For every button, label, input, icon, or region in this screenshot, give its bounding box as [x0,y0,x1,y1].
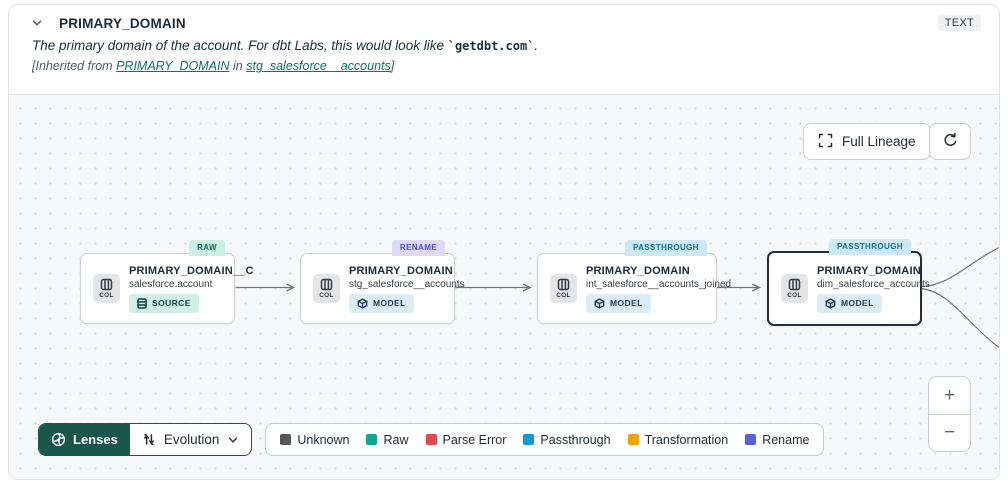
lenses-label: Lenses [73,432,118,447]
column-icon: COL [781,274,808,303]
column-type-badge: TEXT [937,15,981,31]
node-model-name: stg_salesforce__accounts [349,278,465,290]
column-icon: COL [313,274,340,303]
lens-aperture-icon [51,432,66,447]
full-lineage-button[interactable]: Full Lineage [803,123,931,160]
lineage-node-dim-selected[interactable]: PASSTHROUGH COL PRIMARY_DOMAIN dim_sales… [767,239,930,326]
swap-vertical-icon [143,434,154,445]
inherited-column-link[interactable]: PRIMARY_DOMAIN [116,59,230,73]
resource-type-badge: SOURCE [129,293,199,313]
lenses-control: Lenses Evolution [38,423,253,456]
lineage-node-int[interactable]: PASSTHROUGH COL PRIMARY_DOMAIN int_sales… [537,240,731,324]
resource-type-badge: MODEL [349,293,414,313]
lineage-canvas[interactable]: Full Lineage RAW COL PRIMARY_DOMAIN__C s… [9,94,999,479]
node-model-name: dim_salesforce_accounts [817,278,930,290]
full-lineage-label: Full Lineage [842,134,916,149]
resource-type-badge: MODEL [817,293,882,313]
expand-icon [818,133,833,151]
node-title: PRIMARY_DOMAIN [817,264,921,277]
model-cube-icon [594,297,605,309]
canvas-bottom-bar: Lenses Evolution Unknown Raw Parse Erro [38,423,825,456]
zoom-out-button[interactable]: − [929,414,970,451]
zoom-in-button[interactable]: + [929,377,970,414]
column-title: PRIMARY_DOMAIN [59,15,186,31]
lenses-button[interactable]: Lenses [39,424,130,455]
inherited-note: [Inherited from PRIMARY_DOMAIN in stg_sa… [32,59,395,73]
legend-swatch [523,434,535,445]
legend-item: Parse Error [425,433,506,447]
evolution-legend: Unknown Raw Parse Error Passthrough Tran… [265,423,825,456]
collapse-chevron-icon[interactable] [29,15,45,31]
evolution-badge: PASSTHROUGH [828,239,911,255]
legend-swatch [745,434,757,445]
column-header: PRIMARY_DOMAIN TEXT The primary domain o… [9,5,999,82]
legend-swatch [627,434,639,445]
node-model-name: int_salesforce__accounts_joined [586,278,732,290]
resource-type-badge: MODEL [586,293,651,313]
refresh-icon [942,132,959,152]
legend-swatch [366,434,378,445]
lineage-node-source[interactable]: RAW COL PRIMARY_DOMAIN__C salesforce.acc… [80,240,253,324]
legend-item: Transformation [627,433,728,447]
inherited-model-link[interactable]: stg_salesforce__accounts [246,59,391,73]
node-model-name: salesforce.account [129,278,213,290]
column-lineage-panel: PRIMARY_DOMAIN TEXT The primary domain o… [8,4,1000,480]
column-icon: COL [93,274,120,303]
node-title: PRIMARY_DOMAIN [586,264,690,277]
chevron-down-icon [229,436,238,443]
node-title: PRIMARY_DOMAIN__C [129,264,254,277]
column-icon: COL [550,274,577,303]
legend-swatch [425,434,437,445]
legend-item: Raw [366,433,409,447]
legend-swatch [280,434,292,445]
legend-item: Rename [745,433,809,447]
node-title: PRIMARY_DOMAIN [349,264,453,277]
evolution-badge: RAW [189,240,225,256]
selected-lens-label: Evolution [163,432,220,447]
legend-item: Unknown [280,433,349,447]
column-description: The primary domain of the account. For d… [32,38,539,53]
zoom-controls: + − [928,376,971,452]
source-icon [137,297,147,309]
model-cube-icon [357,297,368,309]
lineage-node-stg[interactable]: RENAME COL PRIMARY_DOMAIN stg_salesforce… [300,240,465,324]
evolution-badge: RENAME [391,240,445,256]
model-cube-icon [825,297,836,309]
legend-item: Passthrough [523,433,611,447]
refresh-button[interactable] [929,123,971,160]
evolution-badge: PASSTHROUGH [624,240,707,256]
inline-code: `getdbt.com` [447,39,535,53]
lens-selector-dropdown[interactable]: Evolution [129,424,252,455]
